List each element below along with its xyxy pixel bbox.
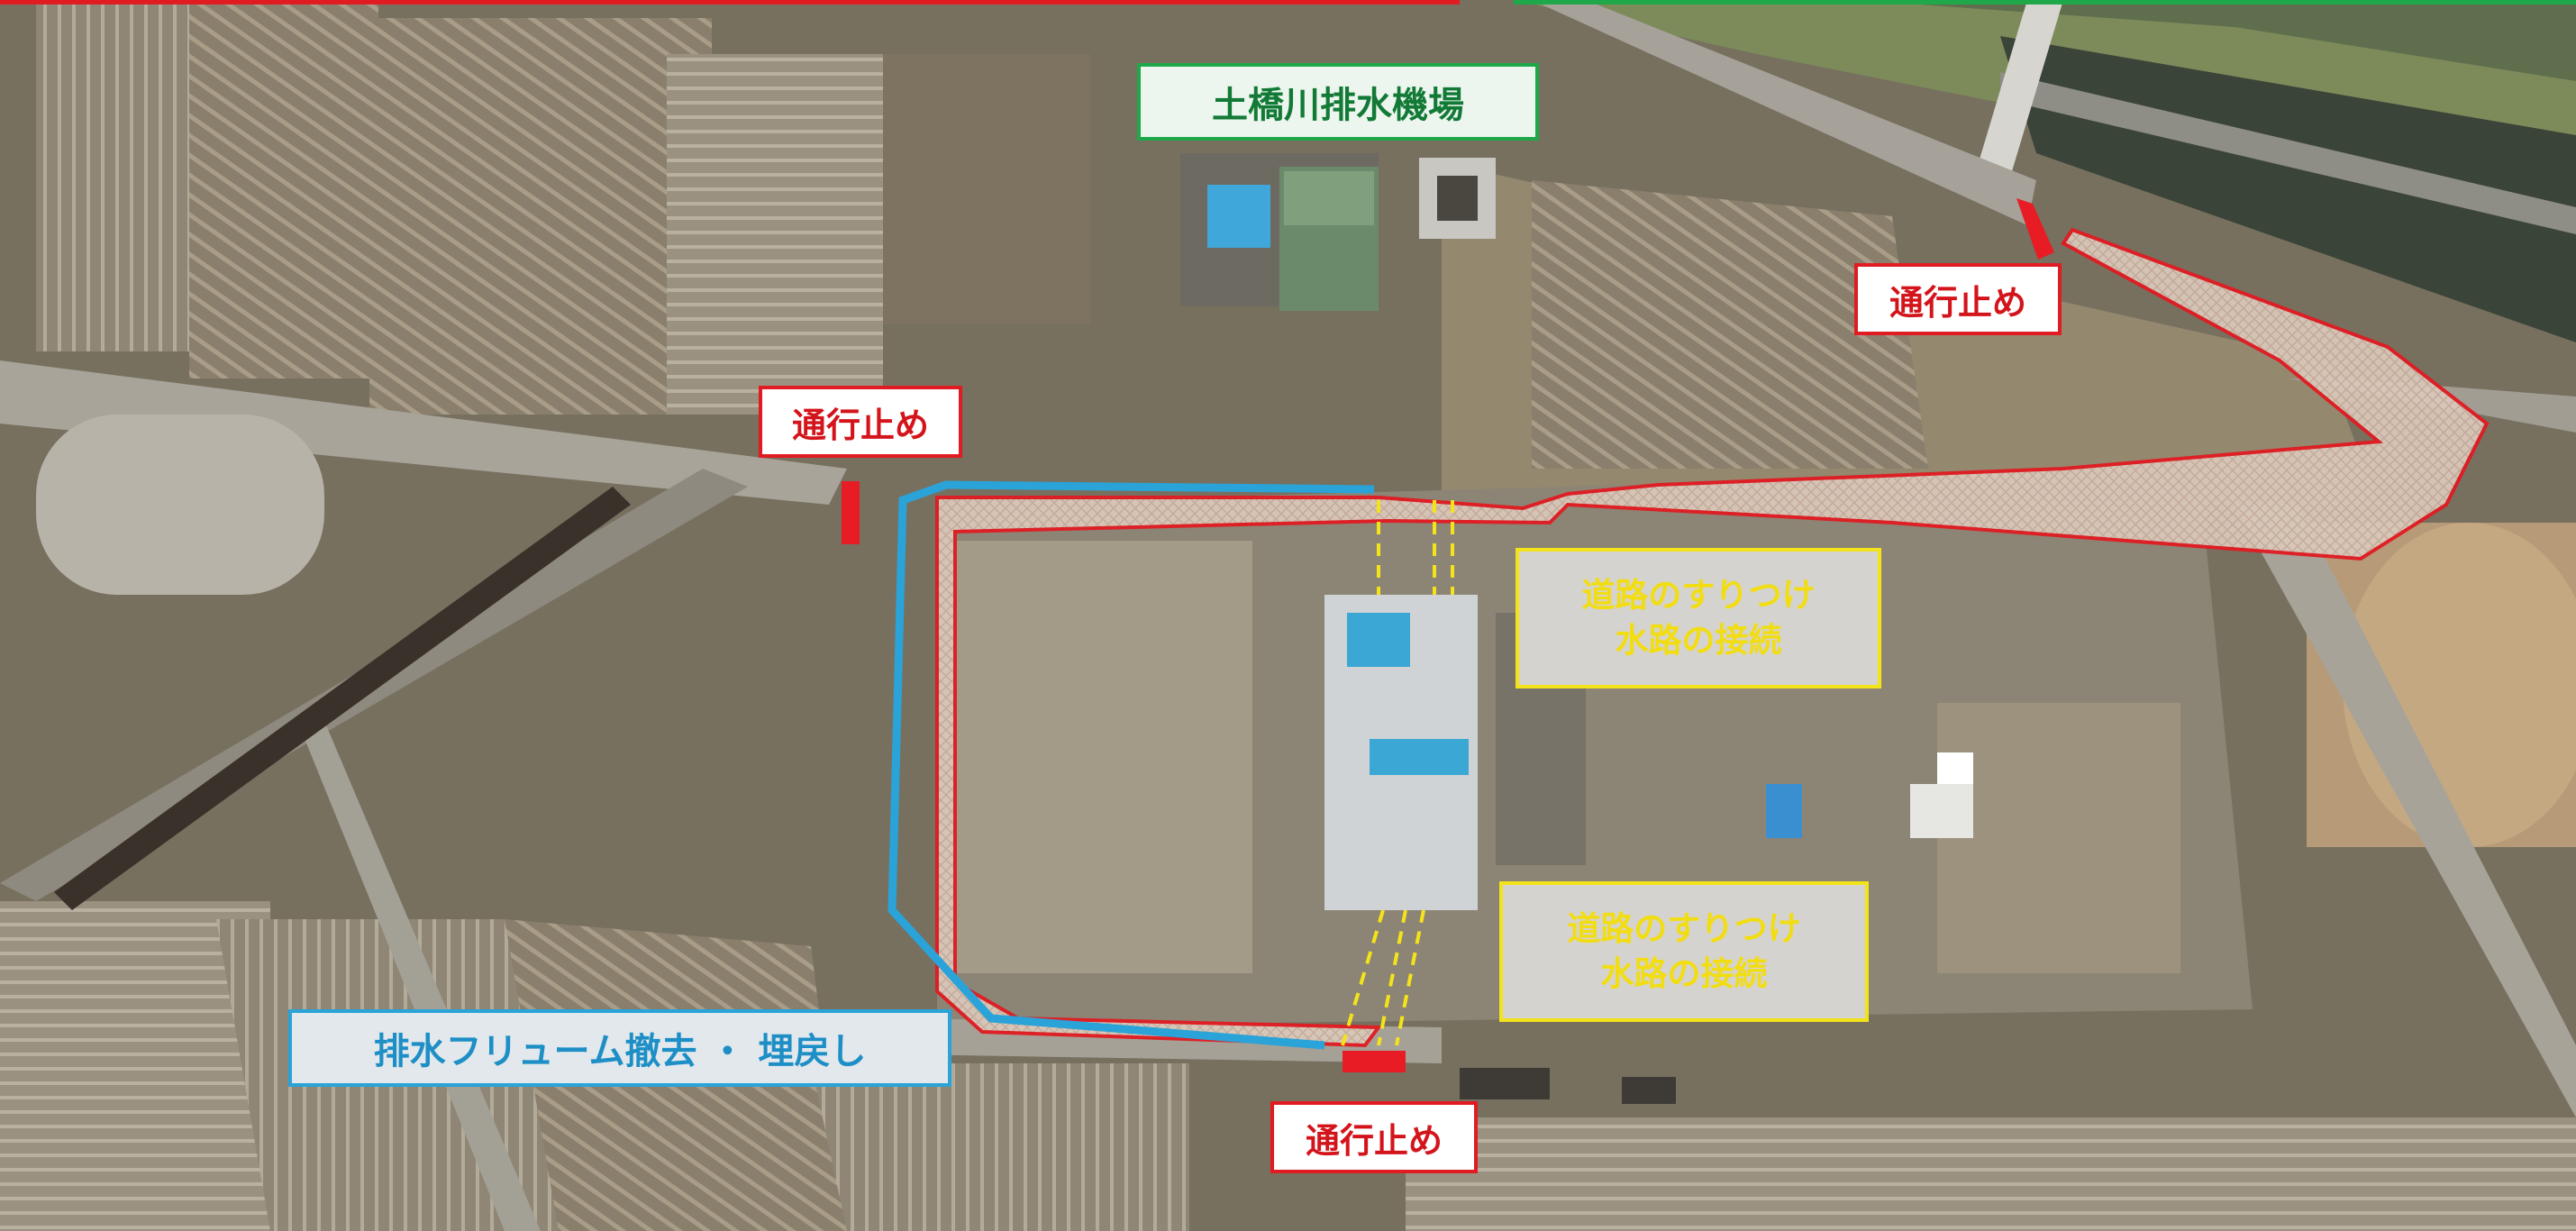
construction-yard: [937, 469, 2253, 1027]
flume-removal-text: 排水フリューム撤去 ・ 埋戻し: [373, 1031, 867, 1072]
road-stop-label-northeast: 通行止め: [1854, 263, 2062, 335]
road-block-marker: [2016, 198, 2054, 260]
sluice-gate: [1370, 739, 1469, 775]
excavation-area: [955, 541, 1252, 973]
road: [2235, 505, 2576, 1117]
yard-plot: [1937, 703, 2180, 973]
canal-bank: [2000, 72, 2576, 234]
pump-station-label-text: 土橋川排水機場: [1212, 85, 1464, 126]
flume-outline: [887, 480, 1375, 1050]
field: [369, 18, 712, 415]
grass-area: [1856, 0, 2576, 81]
bridge: [1973, 0, 2063, 180]
gravel-area: [36, 415, 324, 595]
detour-route: [935, 227, 2490, 1048]
road-connection-text-2: 水路の接続: [1615, 621, 1782, 660]
road-connection-label-south: 道路のすりつけ 水路の接続: [1499, 881, 1869, 1022]
flume-removal-label: 排水フリューム撤去 ・ 埋戻し: [288, 1009, 951, 1087]
top-bar-red: [0, 0, 1460, 5]
pump-equipment: [1207, 185, 1270, 248]
field: [1532, 180, 1928, 469]
field: [811, 1063, 1189, 1231]
road: [1532, 0, 2036, 225]
road-stop-text: 通行止め: [1305, 1120, 1443, 1161]
field: [667, 54, 883, 415]
road-connection-label-north: 道路のすりつけ 水路の接続: [1516, 548, 1881, 688]
field: [1406, 1117, 2576, 1231]
road-connection-text-2: 水路の接続: [1600, 954, 1768, 993]
road-connection-text-1: 道路のすりつけ: [1581, 576, 1816, 616]
top-bar-green: [1514, 0, 2576, 5]
drainage-channel: [54, 487, 631, 910]
road: [297, 721, 541, 1231]
road-connection-text-1: 道路のすりつけ: [1567, 909, 1801, 949]
road-block-marker: [1343, 1051, 1406, 1072]
road-stop-label-south: 通行止め: [1270, 1101, 1478, 1173]
field: [189, 0, 378, 378]
road-stop-text: 通行止め: [791, 405, 929, 445]
road-stop-label-west: 通行止め: [759, 386, 962, 458]
pipe-stack: [1460, 1068, 1550, 1099]
field: [0, 901, 270, 1231]
road-block-marker: [842, 481, 860, 544]
pump-station-label: 土橋川排水機場: [1137, 63, 1539, 141]
connection-markers: [1341, 500, 1454, 1046]
site-office: [1910, 784, 1973, 838]
field: [883, 54, 1090, 324]
road: [0, 360, 847, 505]
road-stop-text: 通行止め: [1889, 282, 2026, 323]
